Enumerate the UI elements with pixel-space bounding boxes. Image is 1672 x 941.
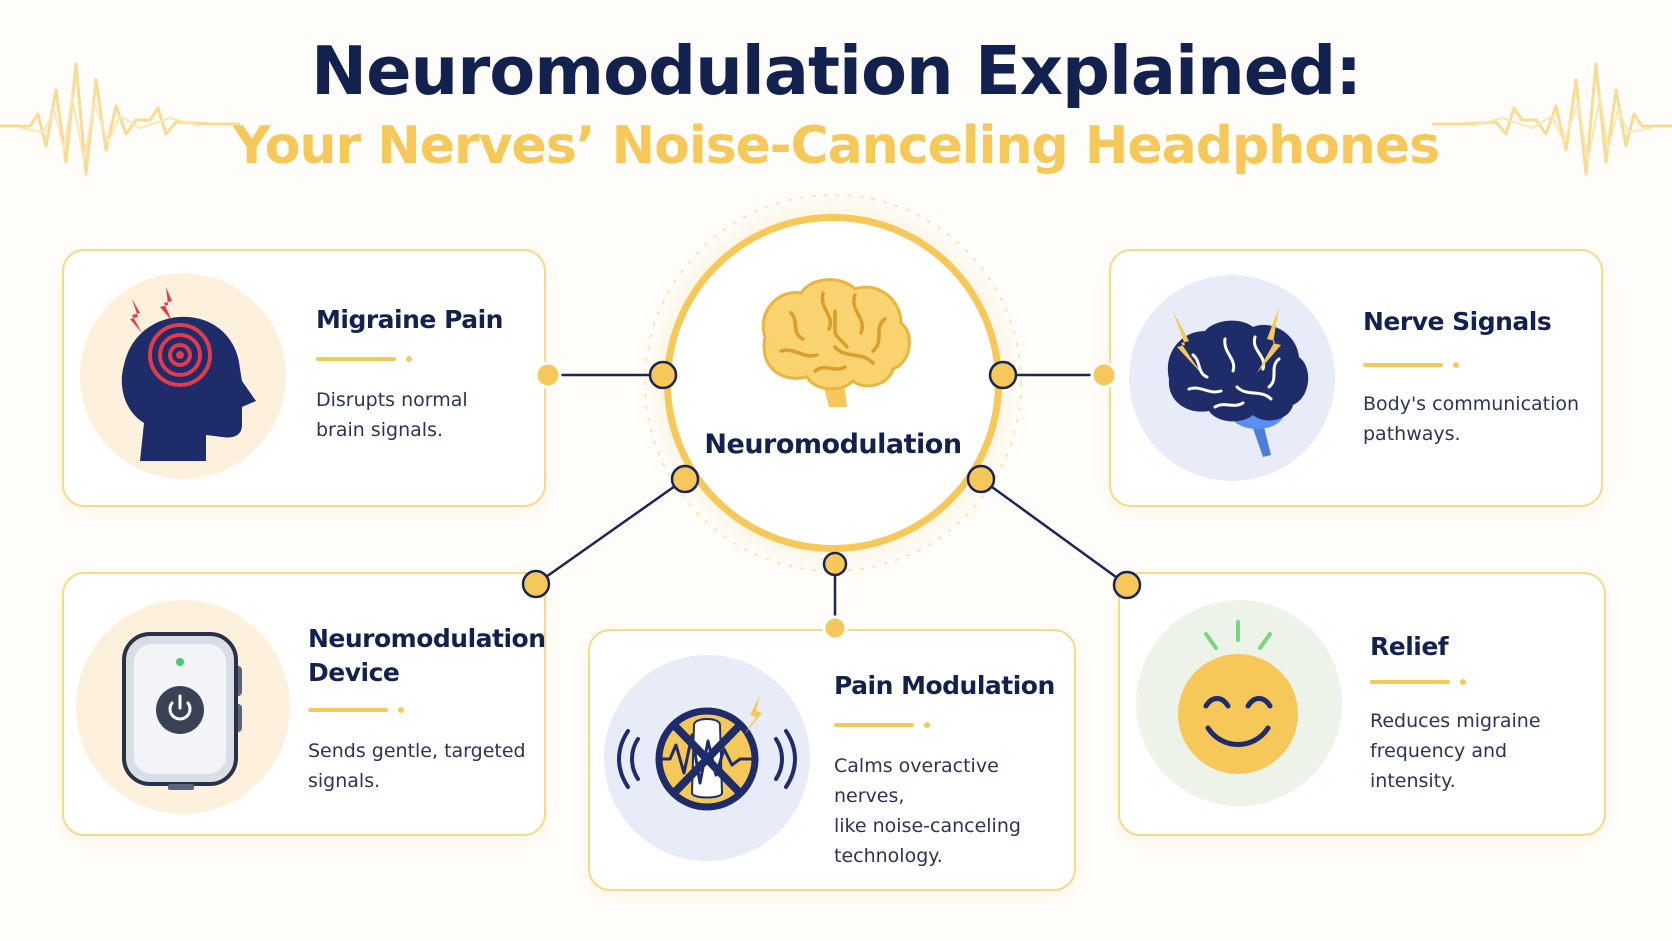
- card-divider: [834, 723, 914, 727]
- smiley-icon: [1136, 600, 1342, 806]
- card-divider-dot: [1453, 362, 1459, 368]
- card-title: Relief: [1370, 632, 1449, 661]
- card-divider: [316, 357, 396, 361]
- card-migraine-pain: Migraine Pain Disrupts normal brain sign…: [62, 249, 546, 507]
- brain-lightning-icon: [1129, 275, 1335, 481]
- neuromodulation-hub: Neuromodulation: [664, 214, 1002, 552]
- card-divider-dot: [406, 356, 412, 362]
- card-description: Sends gentle, targeted signals.: [308, 740, 526, 792]
- card-title: Neuromodulation Device: [308, 624, 546, 687]
- card-divider: [308, 708, 388, 712]
- device-icon: [76, 600, 290, 814]
- card-divider-dot: [924, 722, 930, 728]
- card-title: Migraine Pain: [316, 305, 503, 334]
- page-subtitle: Your Nerves’ Noise-Canceling Headphones: [232, 116, 1440, 176]
- card-relief: Relief Reduces migraine frequency and in…: [1118, 572, 1606, 836]
- card-neuromodulation-device: Neuromodulation Device Sends gentle, tar…: [62, 572, 546, 836]
- card-title: Pain Modulation: [834, 671, 1055, 700]
- head-pain-icon: [80, 273, 286, 479]
- card-divider: [1363, 363, 1443, 367]
- page-title: Neuromodulation Explained:: [311, 32, 1362, 110]
- card-description: Calms overactive nerves, like noise-canc…: [834, 755, 1021, 867]
- hub-label: Neuromodulation: [704, 429, 962, 460]
- card-pain-modulation: Pain Modulation Calms overactive nerves,…: [588, 629, 1076, 891]
- card-divider-dot: [1460, 679, 1466, 685]
- brain-icon: [761, 278, 911, 407]
- card-description: Reduces migraine frequency and intensity…: [1370, 710, 1541, 792]
- card-divider: [1370, 680, 1450, 684]
- card-nerve-signals: Nerve Signals Body's communication pathw…: [1109, 249, 1603, 507]
- card-divider-dot: [398, 707, 404, 713]
- waveform-right-icon: [1432, 62, 1672, 176]
- waveform-left-icon: [0, 62, 240, 176]
- card-title: Nerve Signals: [1363, 307, 1552, 336]
- noise-cancel-icon: [604, 655, 810, 861]
- card-description: Disrupts normal brain signals.: [316, 389, 468, 441]
- card-description: Body's communication pathways.: [1363, 393, 1580, 445]
